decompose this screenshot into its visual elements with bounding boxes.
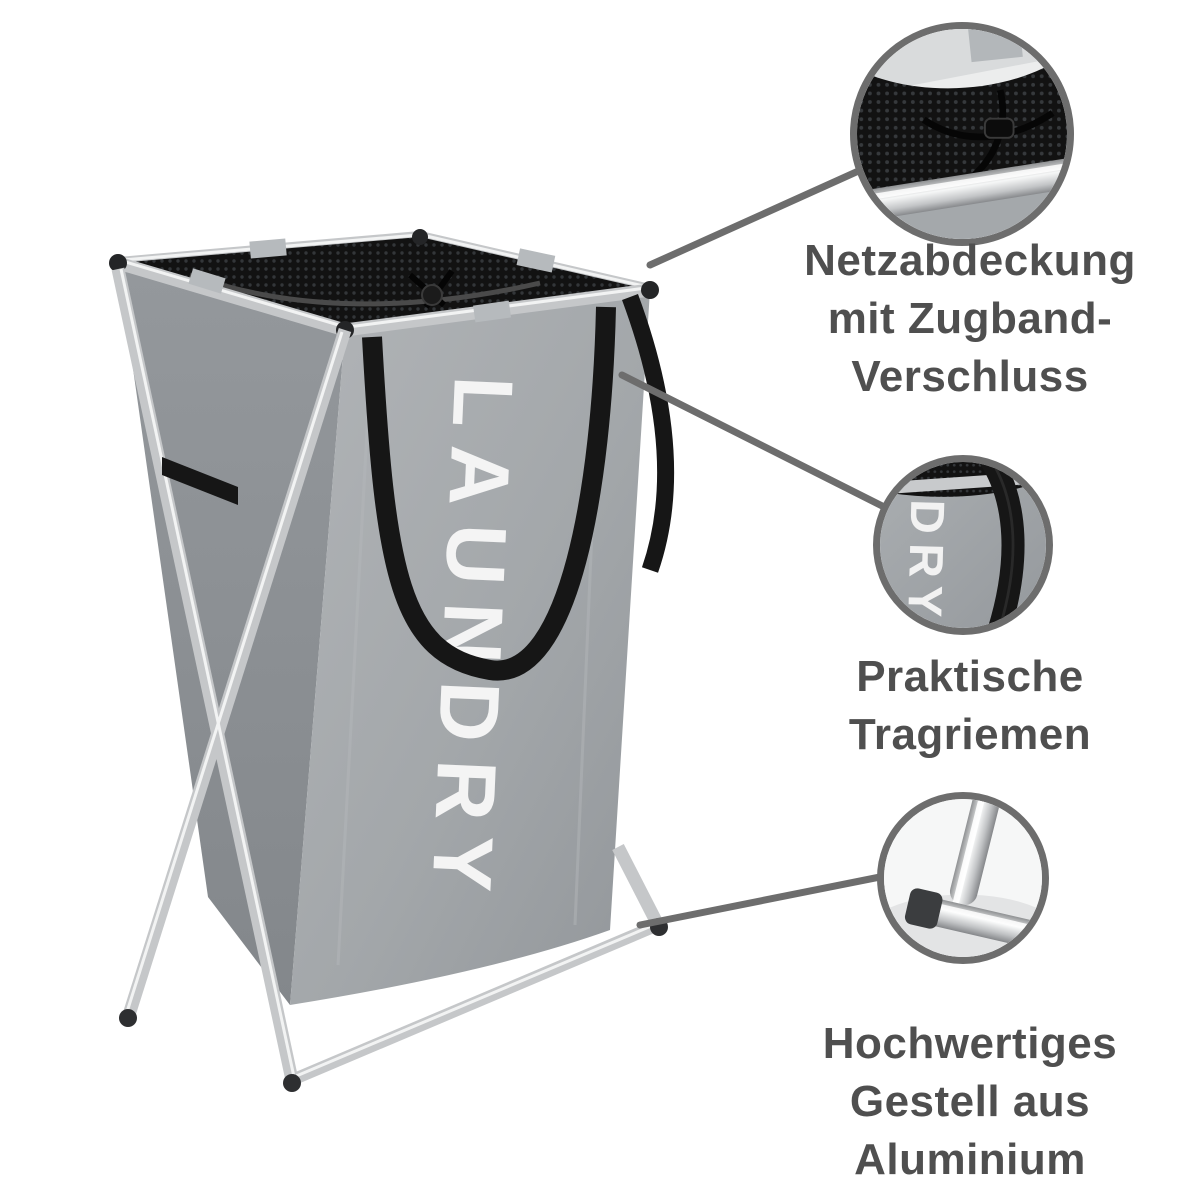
callout-label-line: mit Zugband-: [827, 294, 1113, 344]
fabric-tabs: [188, 238, 556, 323]
cord-lock-detail: [983, 117, 1015, 139]
callout-label-line: Praktische: [856, 652, 1084, 701]
callout-label-line: Aluminium: [854, 1135, 1086, 1185]
callout-circle-mesh-cover: [850, 22, 1074, 246]
callout-label-aluminium-frame: Hochwertiges Gestell aus Aluminium: [762, 1015, 1178, 1189]
frame-leg-left-back: [121, 328, 352, 1020]
mesh-detail-image: [857, 29, 1067, 239]
callout-label-carry-straps: Praktische Tragriemen: [762, 648, 1178, 764]
frame-leg-right: [612, 844, 664, 928]
mesh-fabric-detail: [857, 53, 1067, 195]
carry-strap-front: [362, 306, 616, 681]
callout-circle-carry-straps: DRY: [873, 455, 1053, 635]
strap-stitch-line: [990, 462, 1015, 628]
frame-leg-left-front: [111, 267, 299, 1082]
callout-label-line: Verschluss: [851, 352, 1089, 402]
frame-tube-detail: [949, 799, 1003, 906]
callout-label-line: Gestell aus: [849, 1077, 1091, 1127]
fabric-tab-detail: [967, 29, 1023, 63]
frame-corner-detail-image: [884, 799, 1042, 957]
callout-label-line: Hochwertiges: [822, 1019, 1118, 1068]
frame-corner-cap-detail: [904, 888, 943, 929]
drawstring-cord: [189, 272, 541, 307]
callout-label-line: Tragriemen: [848, 710, 1092, 760]
strap-detail-image: DRY: [880, 462, 1046, 628]
rim-front-bars: [109, 229, 659, 339]
corner-caps: [109, 229, 659, 339]
callout-circle-aluminium-frame: [877, 792, 1049, 964]
frame-tension-strap: [162, 457, 238, 505]
bag-label-partial-text: DRY: [897, 499, 953, 627]
cord-lock-toggle: [421, 284, 443, 306]
bag-side-panel: [118, 263, 345, 1005]
frame-bottom-bar: [289, 919, 661, 1086]
product-photo: LAUNDRY: [109, 229, 675, 1092]
callout-label-line: Netzabdeckung: [804, 236, 1136, 285]
callout-label-mesh-cover: Netzabdeckung mit Zugband- Verschluss: [762, 232, 1178, 406]
